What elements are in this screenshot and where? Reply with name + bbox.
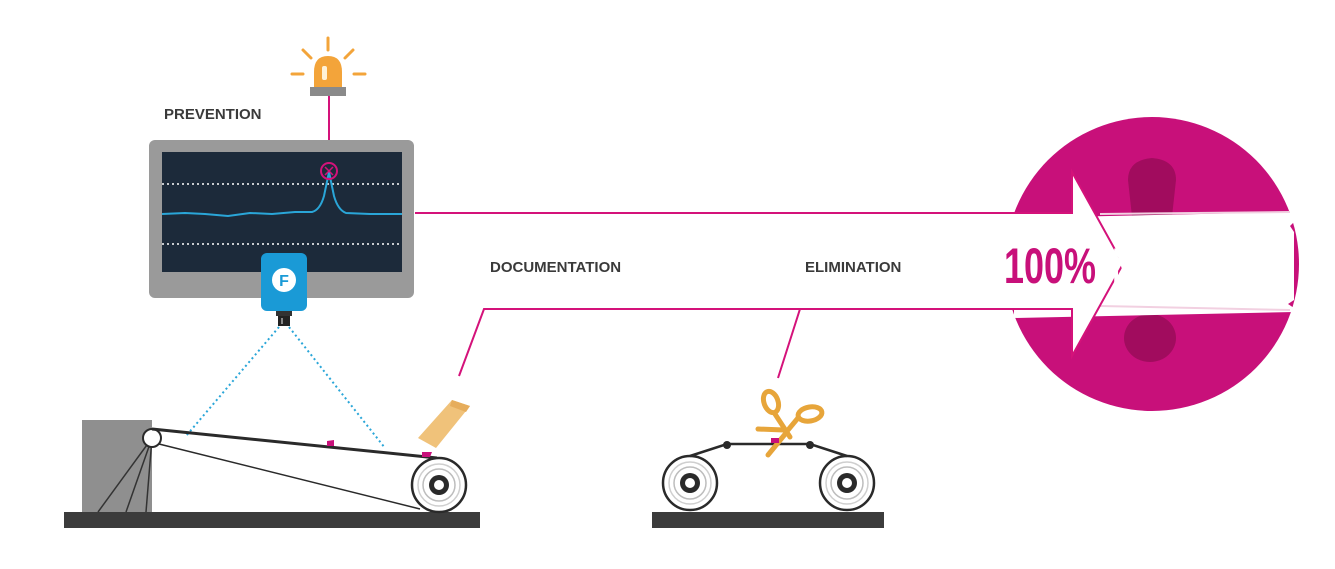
monitor-screen xyxy=(162,152,402,272)
guide-roller xyxy=(142,428,162,448)
elimination-label: ELIMINATION xyxy=(805,259,901,276)
elimination-leader-line xyxy=(777,308,1072,379)
sensor-logo: F xyxy=(279,273,289,290)
anomaly-marker xyxy=(320,162,338,180)
scissors-icon xyxy=(755,388,825,458)
banner-word: IN SPECTED xyxy=(1104,238,1282,294)
sensor-beam-right xyxy=(288,326,386,449)
output-roll xyxy=(410,456,468,514)
documentation-leader-line xyxy=(458,308,722,377)
right-rewind-roll xyxy=(818,454,876,512)
banner-percent: 100% xyxy=(1004,238,1096,294)
unwind-machine xyxy=(64,420,480,528)
prevention-label: PREVENTION xyxy=(164,106,262,123)
cut-defect-mark xyxy=(771,438,779,443)
material-web-top xyxy=(151,427,438,460)
rewind-machine xyxy=(652,441,884,528)
signal-trace xyxy=(161,171,402,218)
banner-band-edge xyxy=(1099,211,1291,311)
defect-tag-icon xyxy=(418,400,470,448)
rewind-base xyxy=(652,512,884,528)
monitor xyxy=(149,140,414,298)
left-rewind-roll xyxy=(661,454,719,512)
defect-mark-2 xyxy=(422,452,432,457)
sensor-beam-left xyxy=(185,326,280,437)
camera-sensor-icon: F xyxy=(261,253,307,326)
defect-mark xyxy=(327,440,334,446)
machine-base xyxy=(64,512,480,528)
warning-beacon-icon xyxy=(290,36,367,96)
documentation-label: DOCUMENTATION xyxy=(490,259,621,276)
rewind-web xyxy=(689,442,848,458)
material-web-bottom xyxy=(158,443,421,510)
